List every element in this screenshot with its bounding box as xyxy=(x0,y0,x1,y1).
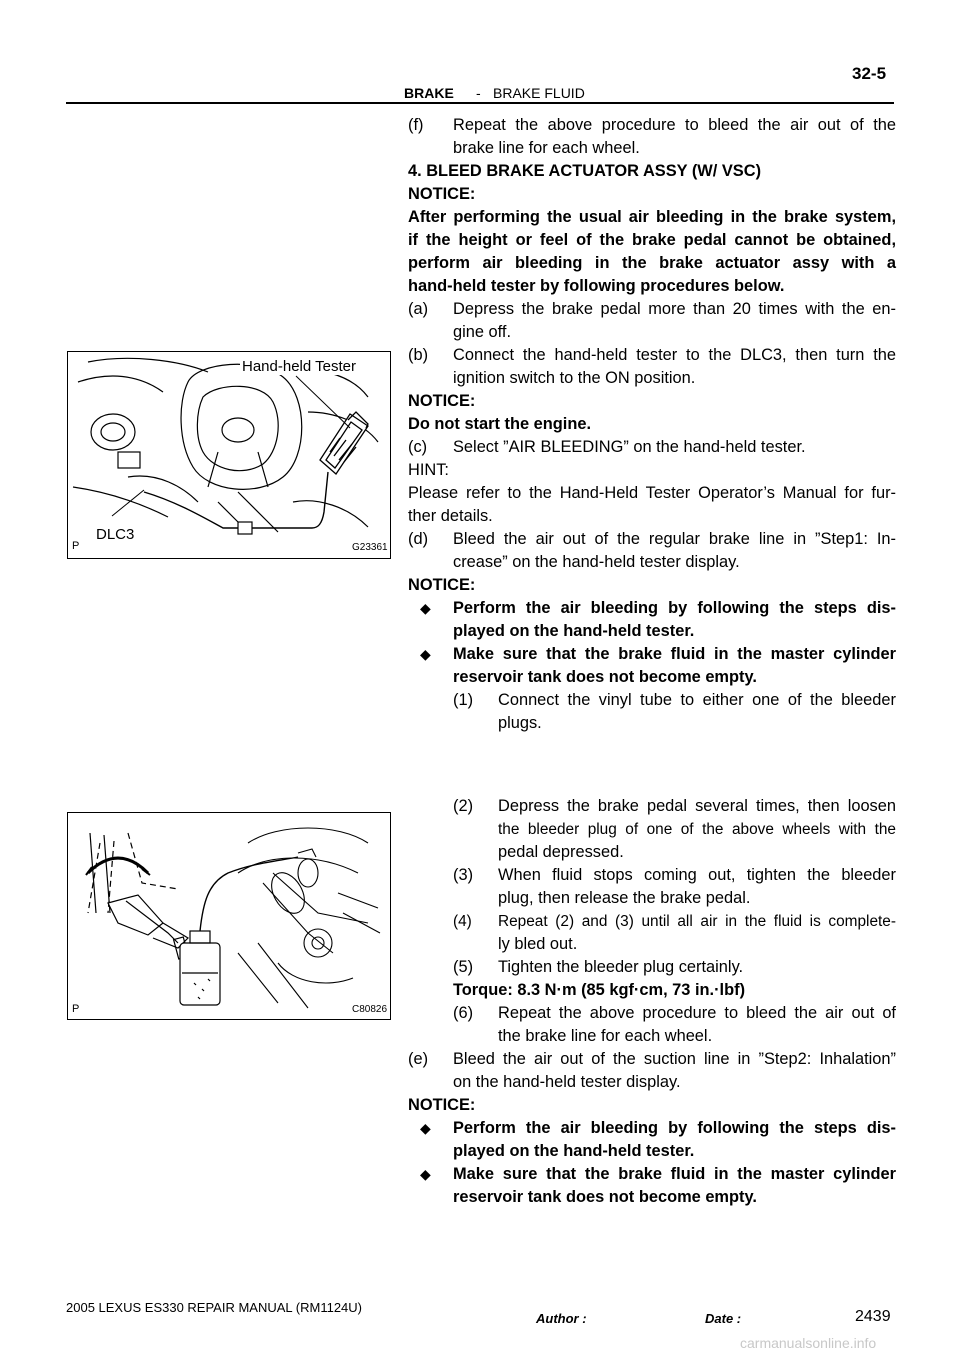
figure-code: C80826 xyxy=(352,1004,388,1015)
notice-label: NOTICE: xyxy=(408,185,476,203)
step-e-line2: on the hand-held tester display. xyxy=(453,1073,681,1091)
dashboard-illustration xyxy=(72,357,379,535)
figure-hand-held-tester: Hand-held Tester DLC3 P G23361 xyxy=(67,351,391,559)
step-f-line2: brake line for each wheel. xyxy=(453,139,640,157)
notice-label: NOTICE: xyxy=(408,392,476,410)
substep-2-line2: the bleeder plug of one of the above whe… xyxy=(498,821,896,838)
section-title: BRAKE xyxy=(404,85,454,101)
step-f-line1: (f)Repeat the above procedure to bleed t… xyxy=(408,116,896,134)
notice-bullet-line: played on the hand-held tester. xyxy=(453,1142,695,1160)
substep-4-line1: (4)Repeat (2) and (3) until all air in t… xyxy=(453,913,896,930)
step-d-line1: (d)Bleed the air out of the regular brak… xyxy=(408,530,896,548)
subsection-title: BRAKE FLUID xyxy=(493,85,585,101)
notice-bullet-line: ◆Perform the air bleeding by following t… xyxy=(408,597,896,620)
substep-1-line2: plugs. xyxy=(498,714,542,732)
notice-bullet-line: played on the hand-held tester. xyxy=(453,622,695,640)
step-c-line1: (c)Select ”AIR BLEEDING” on the hand-hel… xyxy=(408,438,806,456)
substep-4-line2: ly bled out. xyxy=(498,935,578,953)
notice-line: hand-held tester by following procedures… xyxy=(408,277,785,295)
hint-label: HINT: xyxy=(408,461,449,479)
step-d-line2: crease” on the hand-held tester display. xyxy=(453,553,740,571)
label-hand-held-tester: Hand-held Tester xyxy=(240,358,358,375)
substep-5-line1: (5)Tighten the bleeder plug certainly. xyxy=(453,958,744,976)
substep-2-line3: pedal depressed. xyxy=(498,843,624,861)
page-code: 32-5 xyxy=(852,64,887,83)
step-b-line1: (b)Connect the hand-held tester to the D… xyxy=(408,346,896,364)
substep-6-line2: the brake line for each wheel. xyxy=(498,1027,713,1045)
date-label: Date : xyxy=(705,1311,742,1326)
brake-assembly xyxy=(237,827,381,1009)
step-b-line2: ignition switch to the ON position. xyxy=(453,369,696,387)
figure-p-mark: P xyxy=(72,540,80,552)
notice-line: After performing the usual air bleeding … xyxy=(408,208,896,226)
brake-bleeding-illustration xyxy=(85,827,381,1009)
watermark: carmanualsonline.info xyxy=(740,1335,877,1351)
notice-label: NOTICE: xyxy=(408,1096,476,1114)
diamond-bullet-icon: ◆ xyxy=(420,1120,431,1136)
hint-line: Please refer to the Hand-Held Tester Ope… xyxy=(408,484,896,502)
substep-6-line1: (6)Repeat the above procedure to bleed t… xyxy=(453,1004,896,1022)
manual-title: 2005 LEXUS ES330 REPAIR MANUAL (RM1124U) xyxy=(66,1300,362,1315)
author-label: Author : xyxy=(536,1311,587,1326)
notice-bullet-line: ◆Make sure that the brake fluid in the m… xyxy=(408,643,896,666)
substep-3-line1: (3)When fluid stops coming out, tighten … xyxy=(453,866,896,884)
diamond-bullet-icon: ◆ xyxy=(420,646,431,662)
notice-line: Do not start the engine. xyxy=(408,415,592,433)
section-heading-4: 4. BLEED BRAKE ACTUATOR ASSY (W/ VSC) xyxy=(408,162,762,180)
tester-device xyxy=(319,411,369,475)
notice-bullet-line: reservoir tank does not become empty. xyxy=(453,668,757,686)
substep-3-line2: plug, then release the brake pedal. xyxy=(498,889,751,907)
label-dlc3: DLC3 xyxy=(96,526,135,543)
header-rule xyxy=(66,102,894,104)
notice-label: NOTICE: xyxy=(408,576,476,594)
step-a-line1: (a)Depress the brake pedal more than 20 … xyxy=(408,300,896,318)
spacer xyxy=(408,735,896,795)
notice-bullet-line: ◆Perform the air bleeding by following t… xyxy=(408,1117,896,1140)
step-a-line2: gine off. xyxy=(453,323,512,341)
figure-p-mark: P xyxy=(72,1003,80,1015)
notice-bullet-line: reservoir tank does not become empty. xyxy=(453,1188,757,1206)
figure-code: G23361 xyxy=(352,542,388,553)
diamond-bullet-icon: ◆ xyxy=(420,1166,431,1182)
torque-spec: Torque: 8.3 N·m (85 kgf·cm, 73 in.·lbf) xyxy=(453,981,746,999)
notice-bullet-line: ◆Make sure that the brake fluid in the m… xyxy=(408,1163,896,1186)
notice-line: if the height or feel of the brake pedal… xyxy=(408,231,896,249)
page-number: 2439 xyxy=(855,1308,891,1325)
substep-2-line1: (2)Depress the brake pedal several times… xyxy=(453,797,896,815)
procedure-text: (f)Repeat the above procedure to bleed t… xyxy=(408,114,896,1209)
header-dash: - xyxy=(476,85,481,101)
notice-line: perform air bleeding in the brake actuat… xyxy=(408,254,896,272)
figure-bleeding-brake: P C80826 xyxy=(67,812,391,1020)
substep-1-line1: (1)Connect the vinyl tube to either one … xyxy=(453,691,896,709)
step-e-line1: (e)Bleed the air out of the suction line… xyxy=(408,1050,896,1068)
diamond-bullet-icon: ◆ xyxy=(420,600,431,616)
hint-line: ther details. xyxy=(408,507,493,525)
catch-bottle xyxy=(179,930,221,1006)
